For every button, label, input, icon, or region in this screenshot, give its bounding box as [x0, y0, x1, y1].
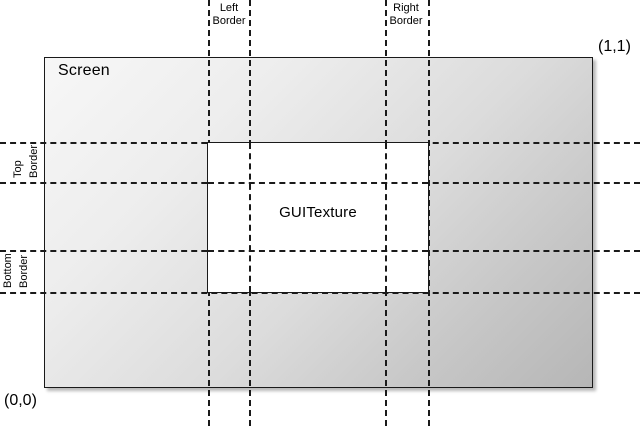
guitexture-label: GUITexture [279, 204, 357, 221]
bottom-border-label-line1: Bottom [2, 253, 14, 288]
vertical-guide-right-inner-overlay [385, 143, 387, 292]
left-border-annotation: Left Border [205, 2, 253, 28]
horizontal-guide-top-inner-overlay [208, 182, 428, 184]
right-border-label-line1: Right [393, 2, 419, 14]
coordinate-top-right: (1,1) [598, 38, 631, 55]
right-border-label-line2: Border [389, 15, 423, 27]
left-border-label-line2: Border [212, 15, 246, 27]
vertical-guide-right-outer [428, 0, 430, 426]
bottom-border-label-line2: Border [18, 254, 30, 288]
guitexture-rectangle [207, 142, 429, 293]
screen-label: Screen [58, 62, 110, 79]
vertical-guide-left-inner-overlay [249, 143, 251, 292]
left-border-label-line1: Left [219, 2, 239, 14]
coordinate-bottom-left: (0,0) [4, 392, 37, 409]
right-border-annotation: Right Border [381, 2, 431, 28]
top-border-label-line2: Border [28, 144, 40, 178]
horizontal-guide-bottom-outer [0, 292, 640, 294]
horizontal-guide-bottom-inner-overlay [208, 250, 428, 252]
top-border-label-line1: Top [12, 160, 24, 178]
